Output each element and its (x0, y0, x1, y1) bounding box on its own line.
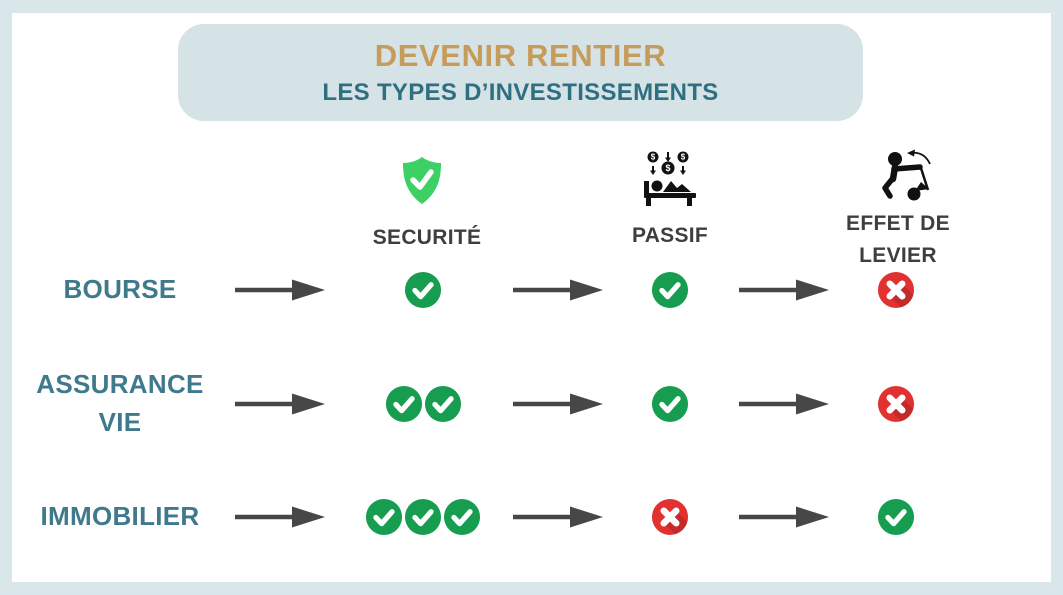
row-label-immobilier: IMMOBILIER (40, 501, 200, 532)
check-icon (443, 498, 481, 536)
mark-assurance-vie-levier (816, 385, 976, 423)
svg-text:$: $ (681, 153, 686, 162)
arrow-icon (739, 506, 829, 528)
mark-assurance-vie-passif (590, 385, 750, 423)
row-label-assurance-vie: ASSURANCE VIE (36, 369, 204, 437)
column-header-passif: PASSIF (631, 224, 709, 247)
row-label-bourse: BOURSE (63, 274, 177, 305)
svg-text:$: $ (665, 163, 670, 173)
mark-immobilier-securite (343, 498, 503, 536)
arrow-icon (235, 279, 325, 301)
cross-icon (651, 498, 689, 536)
column-header-effet-de-levier: EFFET DE LEVIER (846, 212, 950, 267)
mark-bourse-levier (816, 271, 976, 309)
arrow-icon (513, 279, 603, 301)
check-icon (404, 498, 442, 536)
check-icon (365, 498, 403, 536)
mark-bourse-passif (590, 271, 750, 309)
cross-icon (877, 385, 915, 423)
arrow-icon (739, 279, 829, 301)
header-banner: DEVENIR RENTIER LES TYPES D’INVESTISSEME… (178, 24, 863, 121)
check-icon (404, 271, 442, 309)
arrow-icon (235, 506, 325, 528)
cross-icon (877, 271, 915, 309)
mark-assurance-vie-securite (343, 385, 503, 423)
leverage-icon (882, 149, 931, 201)
column-header-securite: SECURITÉ (372, 226, 482, 249)
check-icon (651, 271, 689, 309)
mark-immobilier-levier (816, 498, 976, 536)
shield-check-icon (403, 157, 441, 204)
page-subtitle: LES TYPES D’INVESTISSEMENTS (322, 79, 719, 106)
svg-text:$: $ (651, 153, 656, 162)
mark-bourse-securite (343, 271, 503, 309)
check-icon (651, 385, 689, 423)
arrow-icon (235, 393, 325, 415)
arrow-icon (739, 393, 829, 415)
check-icon (424, 385, 461, 423)
arrow-icon (513, 393, 603, 415)
check-icon (877, 498, 915, 536)
mark-immobilier-passif (590, 498, 750, 536)
arrow-icon (513, 506, 603, 528)
passive-income-icon: $ $ $ (644, 151, 696, 206)
page-title: DEVENIR RENTIER (374, 38, 667, 73)
check-icon (385, 385, 422, 423)
